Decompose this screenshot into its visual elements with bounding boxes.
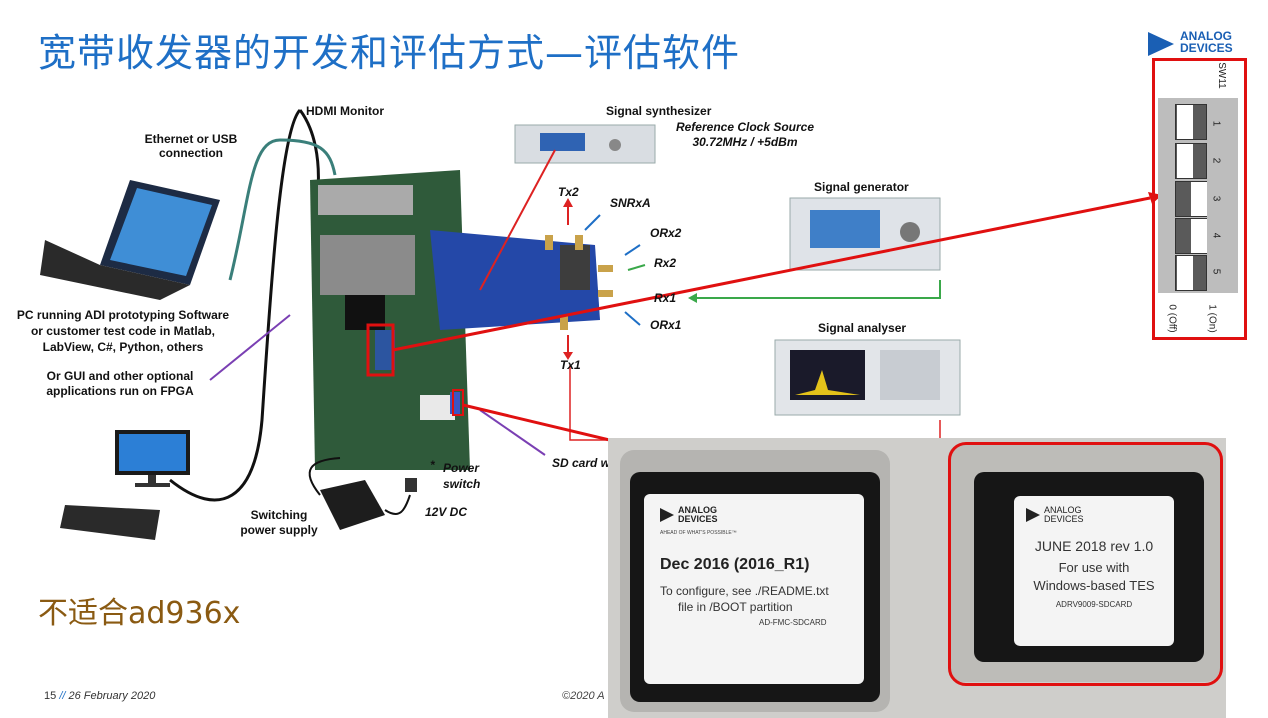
label-gui-line1: Or GUI and other optional <box>30 369 210 384</box>
sd-cards-photo: ANALOG DEVICES AHEAD OF WHAT'S POSSIBLE™… <box>608 438 1226 718</box>
sd-card-left-label: ANALOG DEVICES AHEAD OF WHAT'S POSSIBLE™… <box>644 494 864 684</box>
dip-on-label: 1 (On) <box>1207 304 1218 332</box>
label-orx2: ORx2 <box>650 226 681 240</box>
dc-plug-icon <box>405 478 417 492</box>
sd-card-right-highlight <box>948 442 1223 686</box>
signal-synthesizer-icon <box>515 125 655 163</box>
hdmi-cable-end <box>300 110 318 190</box>
switch-knob <box>1177 105 1193 139</box>
signal-generator-icon <box>790 198 940 270</box>
dip-switch-position-2 <box>1175 143 1207 179</box>
label-power-switch-line1: Power <box>443 460 480 476</box>
label-power-switch: Power switch <box>443 460 480 492</box>
dip-switch-position-1 <box>1175 104 1207 140</box>
sd-card-left: ANALOG DEVICES AHEAD OF WHAT'S POSSIBLE™… <box>630 472 880 702</box>
label-pc-line1: PC running ADI prototyping Software <box>2 307 244 323</box>
dip-off-label: 0 (Off) <box>1167 304 1178 332</box>
keyboard-icon <box>60 505 160 540</box>
label-pc-line2: or customer test code in Matlab, <box>2 323 244 339</box>
card-left-tagline: AHEAD OF WHAT'S POSSIBLE™ <box>660 530 737 536</box>
dip-num-2: 2 <box>1210 158 1221 164</box>
dip-switch-name: SW11 <box>1216 62 1227 89</box>
card-left-line1: Dec 2016 (2016_R1) <box>660 556 809 574</box>
dip-switch-position-5 <box>1175 255 1207 291</box>
card-left-line4: AD-FMC-SDCARD <box>759 618 827 627</box>
bottom-note: 不适合ad936x <box>38 588 240 632</box>
switch-knob <box>1177 144 1193 178</box>
label-orx1: ORx1 <box>650 318 681 332</box>
label-snrxa: SNRxA <box>610 196 651 210</box>
label-sd-card: SD card w <box>552 456 610 470</box>
dip-num-5: 5 <box>1210 269 1221 275</box>
dip-num-4: 4 <box>1210 233 1221 239</box>
switch-knob <box>1191 219 1207 253</box>
power-switch-marker: * <box>430 458 435 472</box>
label-gui-fpga: Or GUI and other optional applications r… <box>30 369 210 399</box>
label-switching-line1: Switching <box>234 508 324 523</box>
label-signal-analyser: Signal analyser <box>818 321 906 335</box>
label-ref-clock-line1: Reference Clock Source <box>660 120 830 135</box>
label-ethernet-usb-line2: connection <box>136 146 246 160</box>
label-hdmi-monitor: HDMI Monitor <box>306 104 384 118</box>
switch-knob <box>1177 256 1193 290</box>
label-ethernet-usb: Ethernet or USB connection <box>136 132 246 160</box>
label-switching-line2: power supply <box>234 523 324 538</box>
dip-switch-position-4 <box>1175 218 1207 254</box>
label-tx1: Tx1 <box>560 358 581 372</box>
dip-num-1: 1 <box>1210 121 1221 127</box>
dip-num-3: 3 <box>1210 196 1221 202</box>
dip-switch-position-3 <box>1175 181 1207 217</box>
footer-copyright: ©2020 A <box>562 690 605 702</box>
footer-date: 26 February 2020 <box>69 690 156 702</box>
label-rx2: Rx2 <box>654 256 676 270</box>
footer-page-number: 15 <box>44 690 56 702</box>
label-power-switch-line2: switch <box>443 476 480 492</box>
card-left-logo-2: DEVICES <box>678 515 718 524</box>
monitor-icon <box>115 430 190 487</box>
label-signal-generator: Signal generator <box>814 180 909 194</box>
label-ethernet-usb-line1: Ethernet or USB <box>136 132 246 146</box>
label-pc-software: PC running ADI prototyping Software or c… <box>2 307 244 355</box>
label-switching-power-supply: Switching power supply <box>234 508 324 538</box>
switch-knob <box>1191 182 1207 216</box>
label-pc-line3: LabView, C#, Python, others <box>2 339 244 355</box>
card-left-line3: file in /BOOT partition <box>678 600 793 614</box>
label-tx2: Tx2 <box>558 185 579 199</box>
label-ref-clock-line2: 30.72MHz / +5dBm <box>660 135 830 150</box>
footer-page-info: 15 // 26 February 2020 <box>44 690 155 702</box>
label-signal-synthesizer: Signal synthesizer <box>606 104 711 118</box>
card-left-logo: ANALOG DEVICES <box>678 506 718 524</box>
footer-separator: // <box>59 690 65 702</box>
card-left-line2: To configure, see ./README.txt <box>660 584 829 598</box>
signal-analyser-icon <box>775 340 960 415</box>
label-12v-dc: 12V DC <box>425 505 467 519</box>
label-gui-line2: applications run on FPGA <box>30 384 210 399</box>
laptop-icon <box>40 180 220 300</box>
label-reference-clock: Reference Clock Source 30.72MHz / +5dBm <box>660 120 830 150</box>
label-rx1: Rx1 <box>654 291 676 305</box>
transceiver-board-icon <box>430 230 613 330</box>
card-logo-icon <box>660 508 674 522</box>
